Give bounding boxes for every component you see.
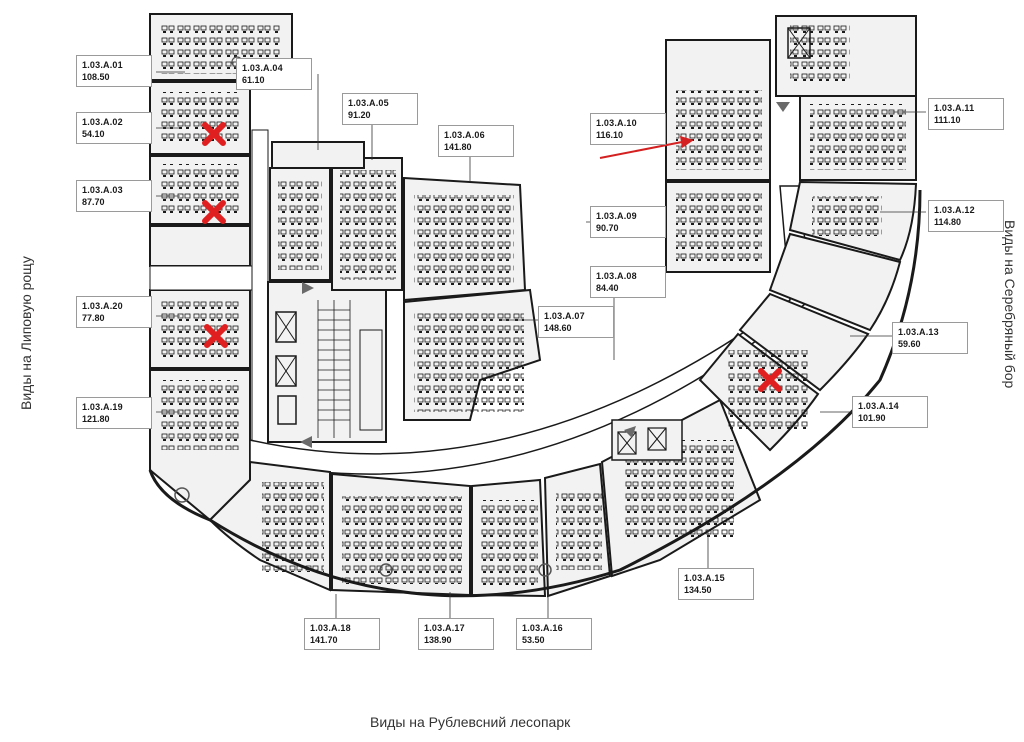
plant-icon [174, 487, 190, 503]
unit-area: 77.80 [82, 313, 105, 323]
unit-label-14: 1.03.A.14 101.90 [852, 396, 928, 428]
upper-middle-rooms [269, 141, 542, 421]
unit-code: 1.03.A.04 [242, 63, 283, 73]
plant-icon [538, 563, 552, 577]
unit-label-12: 1.03.A.12 114.80 [928, 200, 1004, 232]
unit-code: 1.03.A.09 [596, 211, 637, 221]
right-wing [665, 15, 918, 452]
bottom-rooms [208, 398, 762, 598]
unit-code: 1.03.A.06 [444, 130, 485, 140]
unit-label-08: 1.03.A.08 84.40 [590, 266, 666, 298]
unit-area: 84.40 [596, 283, 619, 293]
unit-label-15: 1.03.A.15 134.50 [678, 568, 754, 600]
unit-label-17: 1.03.A.17 138.90 [418, 618, 494, 650]
building-core [267, 281, 387, 443]
unit-area: 101.90 [858, 413, 886, 423]
plant-icon [379, 563, 393, 577]
unit-area: 54.10 [82, 129, 105, 139]
unit-area: 87.70 [82, 197, 105, 207]
x-mark-icon [758, 368, 782, 392]
unit-label-18: 1.03.A.18 141.70 [304, 618, 380, 650]
unit-code: 1.03.A.02 [82, 117, 123, 127]
unit-area: 53.50 [522, 635, 545, 645]
x-mark-icon [202, 200, 226, 224]
unit-label-19: 1.03.A.19 121.80 [76, 397, 152, 429]
unit-code: 1.03.A.08 [596, 271, 637, 281]
unit-label-07: 1.03.A.07 148.60 [538, 306, 614, 338]
unit-label-11: 1.03.A.11 111.10 [928, 98, 1004, 130]
unit-area: 108.50 [82, 72, 110, 82]
view-right-caption: Виды на Серебряный бор [1002, 220, 1018, 389]
left-wing [149, 13, 293, 522]
unit-label-10: 1.03.A.10 116.10 [590, 113, 666, 145]
unit-area: 134.50 [684, 585, 712, 595]
unit-code: 1.03.A.17 [424, 623, 465, 633]
unit-area: 148.60 [544, 323, 572, 333]
unit-label-05: 1.03.A.05 91.20 [342, 93, 418, 125]
unit-code: 1.03.A.15 [684, 573, 725, 583]
unit-label-09: 1.03.A.09 90.70 [590, 206, 666, 238]
unit-label-01: 1.03.A.01 108.50 [76, 55, 152, 87]
unit-label-02: 1.03.A.02 54.10 [76, 112, 152, 144]
unit-code: 1.03.A.03 [82, 185, 123, 195]
unit-code: 1.03.A.20 [82, 301, 123, 311]
unit-label-04: 1.03.A.04 61.10 [236, 58, 312, 90]
x-mark-icon [202, 122, 226, 146]
unit-label-16: 1.03.A.16 53.50 [516, 618, 592, 650]
unit-area: 59.60 [898, 339, 921, 349]
view-left-caption: Виды на Липовую рощу [18, 256, 34, 410]
unit-label-13: 1.03.A.13 59.60 [892, 322, 968, 354]
unit-area: 141.80 [444, 142, 472, 152]
red-arrow-icon [599, 136, 694, 159]
view-bottom-caption: Виды на Рублевсний лесопарк [370, 714, 571, 730]
unit-code: 1.03.A.13 [898, 327, 939, 337]
unit-code: 1.03.A.18 [310, 623, 351, 633]
unit-label-06: 1.03.A.06 141.80 [438, 125, 514, 157]
unit-code: 1.03.A.16 [522, 623, 563, 633]
unit-label-20: 1.03.A.20 77.80 [76, 296, 152, 328]
unit-label-03: 1.03.A.03 87.70 [76, 180, 152, 212]
unit-code: 1.03.A.01 [82, 60, 123, 70]
unit-area: 61.10 [242, 75, 265, 85]
unit-code: 1.03.A.10 [596, 118, 637, 128]
elevator-core-right [611, 419, 683, 461]
unit-area: 90.70 [596, 223, 619, 233]
unit-code: 1.03.A.07 [544, 311, 585, 321]
unit-code: 1.03.A.19 [82, 402, 123, 412]
unit-area: 138.90 [424, 635, 452, 645]
unit-code: 1.03.A.11 [934, 103, 975, 113]
unit-code: 1.03.A.05 [348, 98, 389, 108]
unit-area: 114.80 [934, 217, 962, 227]
unit-code: 1.03.A.12 [934, 205, 975, 215]
unit-area: 141.70 [310, 635, 338, 645]
unit-area: 111.10 [934, 115, 961, 125]
x-mark-icon [204, 324, 228, 348]
unit-area: 91.20 [348, 110, 371, 120]
unit-area: 121.80 [82, 414, 110, 424]
unit-area: 116.10 [596, 130, 624, 140]
unit-code: 1.03.A.14 [858, 401, 899, 411]
